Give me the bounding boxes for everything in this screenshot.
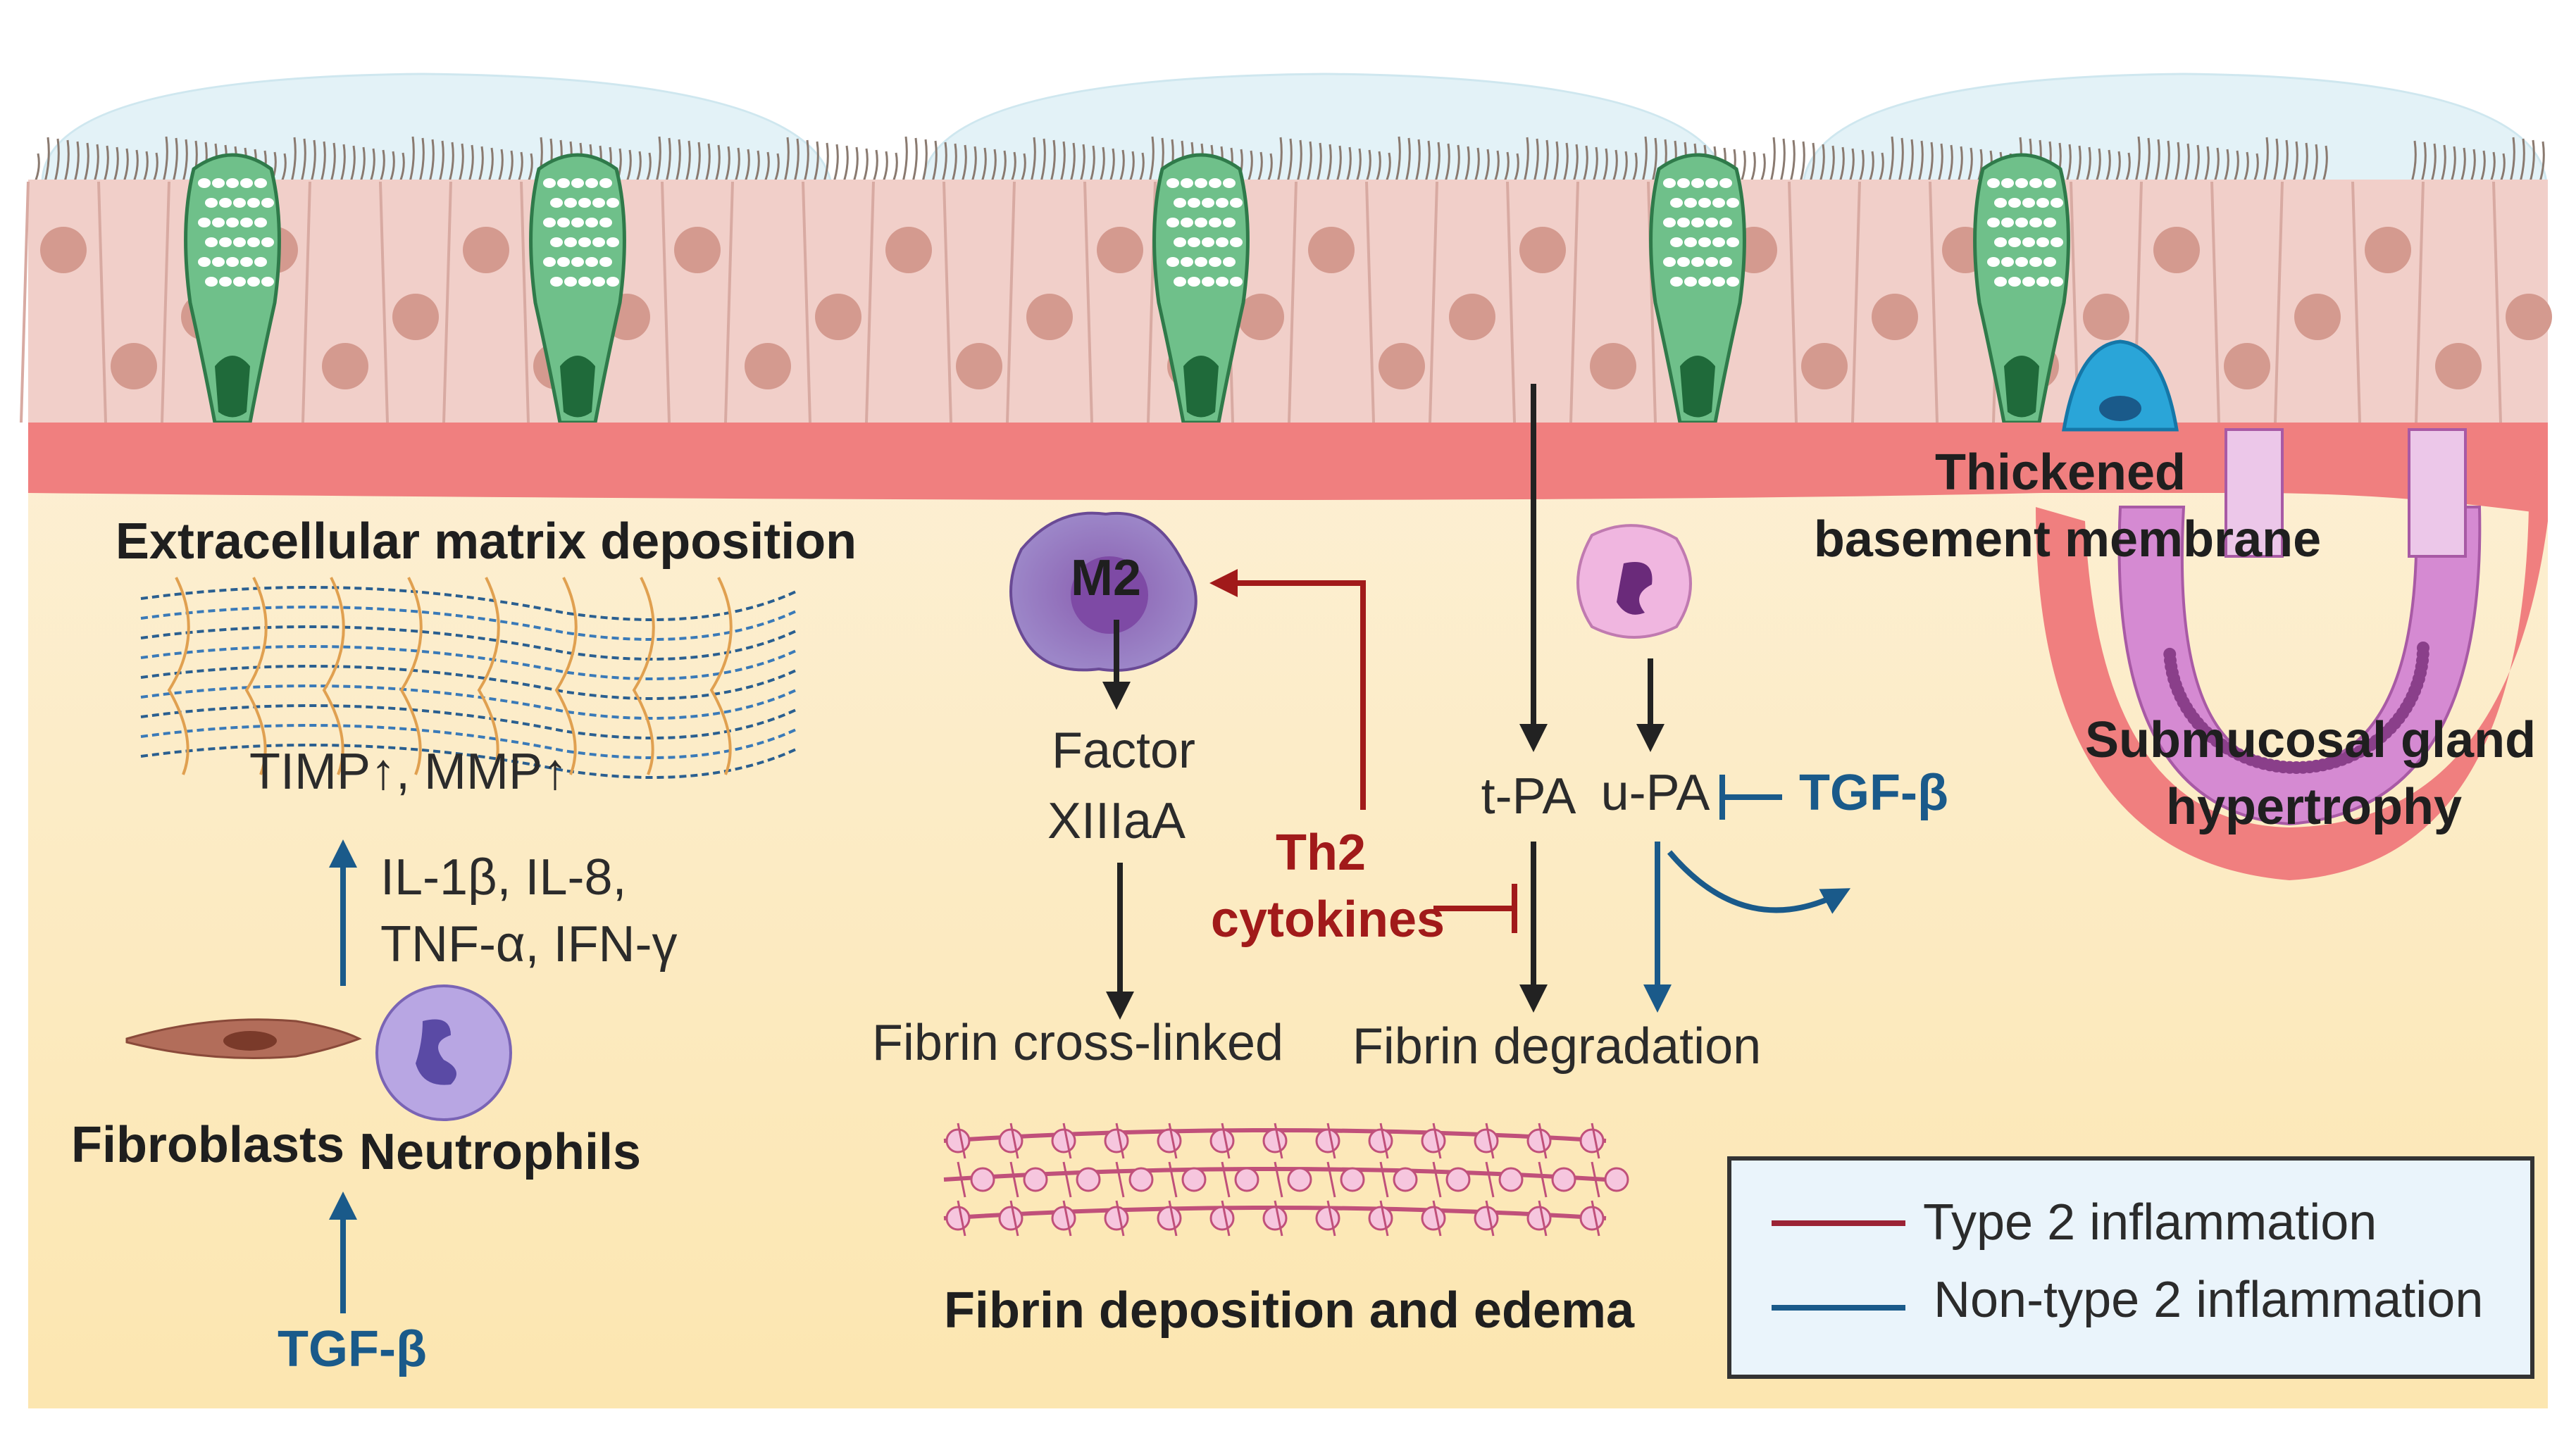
thickened-line1: Thickened [1935, 444, 2186, 501]
gland-line1: Submucosal gland [2085, 712, 2536, 768]
arrow-th2-to-m2 [1209, 569, 1366, 810]
gland-line2: hypertrophy [2166, 779, 2462, 835]
factor-line2: XIIIaA [1047, 793, 1186, 849]
fibrin-crosslinked-label: Fibrin cross-linked [872, 1015, 1283, 1071]
basal-cell-nucleus [2099, 396, 2141, 421]
upa-label: u-PA [1601, 765, 1710, 821]
neutrophil-nucleus-right [1617, 562, 1653, 615]
neutrophil-cell-left [375, 984, 512, 1121]
m2-nucleus [1071, 556, 1148, 634]
timp-mmp-label: TIMP↑, MMP↑ [249, 744, 568, 800]
m2-label: M2 [1071, 550, 1141, 606]
mucus-layer [41, 73, 2548, 185]
submucosal-gland [2036, 428, 2548, 880]
fibrin-degradation-label: Fibrin degradation [1352, 1018, 1761, 1075]
th2-line1: Th2 [1276, 825, 1366, 881]
tgf-beta-left-label: TGF-β [278, 1321, 427, 1377]
tgf-beta-right-label: TGF-β [1799, 765, 1948, 821]
neutrophils-label: Neutrophils [359, 1124, 641, 1180]
legend-label-nontype2: Non-type 2 inflammation [1934, 1272, 2483, 1328]
cytokines-line1: IL-1β, IL-8, [380, 849, 627, 906]
basal-cell [2062, 339, 2179, 432]
basement-membrane [28, 423, 2548, 514]
neutrophil-nucleus-left [416, 1019, 456, 1085]
legend-label-type2: Type 2 inflammation [1923, 1194, 2377, 1251]
goblet-cells [184, 153, 2070, 425]
arrow-upa-to-tgf [1667, 850, 1851, 914]
thickened-line2: basement membrane [1814, 511, 2321, 568]
fibroblast-nucleus [223, 1031, 277, 1051]
cytokines-line2: TNF-α, IFN-γ [380, 916, 678, 973]
fibrin-deposition-label: Fibrin deposition and edema [944, 1282, 1635, 1339]
epithelium [20, 180, 2552, 433]
th2-line2: cytokines [1211, 892, 1445, 948]
fibrin-mesh [943, 1123, 1629, 1237]
arrows [329, 384, 1851, 1313]
legend: Type 2 inflammation Non-type 2 inflammat… [1727, 1156, 2534, 1379]
fibroblasts-label: Fibroblasts [71, 1117, 344, 1173]
ecm-title: Extracellular matrix deposition [116, 513, 857, 570]
extracellular-matrix-fibers [140, 577, 797, 779]
tpa-label: t-PA [1481, 768, 1576, 825]
factor-line1: Factor [1052, 723, 1195, 779]
